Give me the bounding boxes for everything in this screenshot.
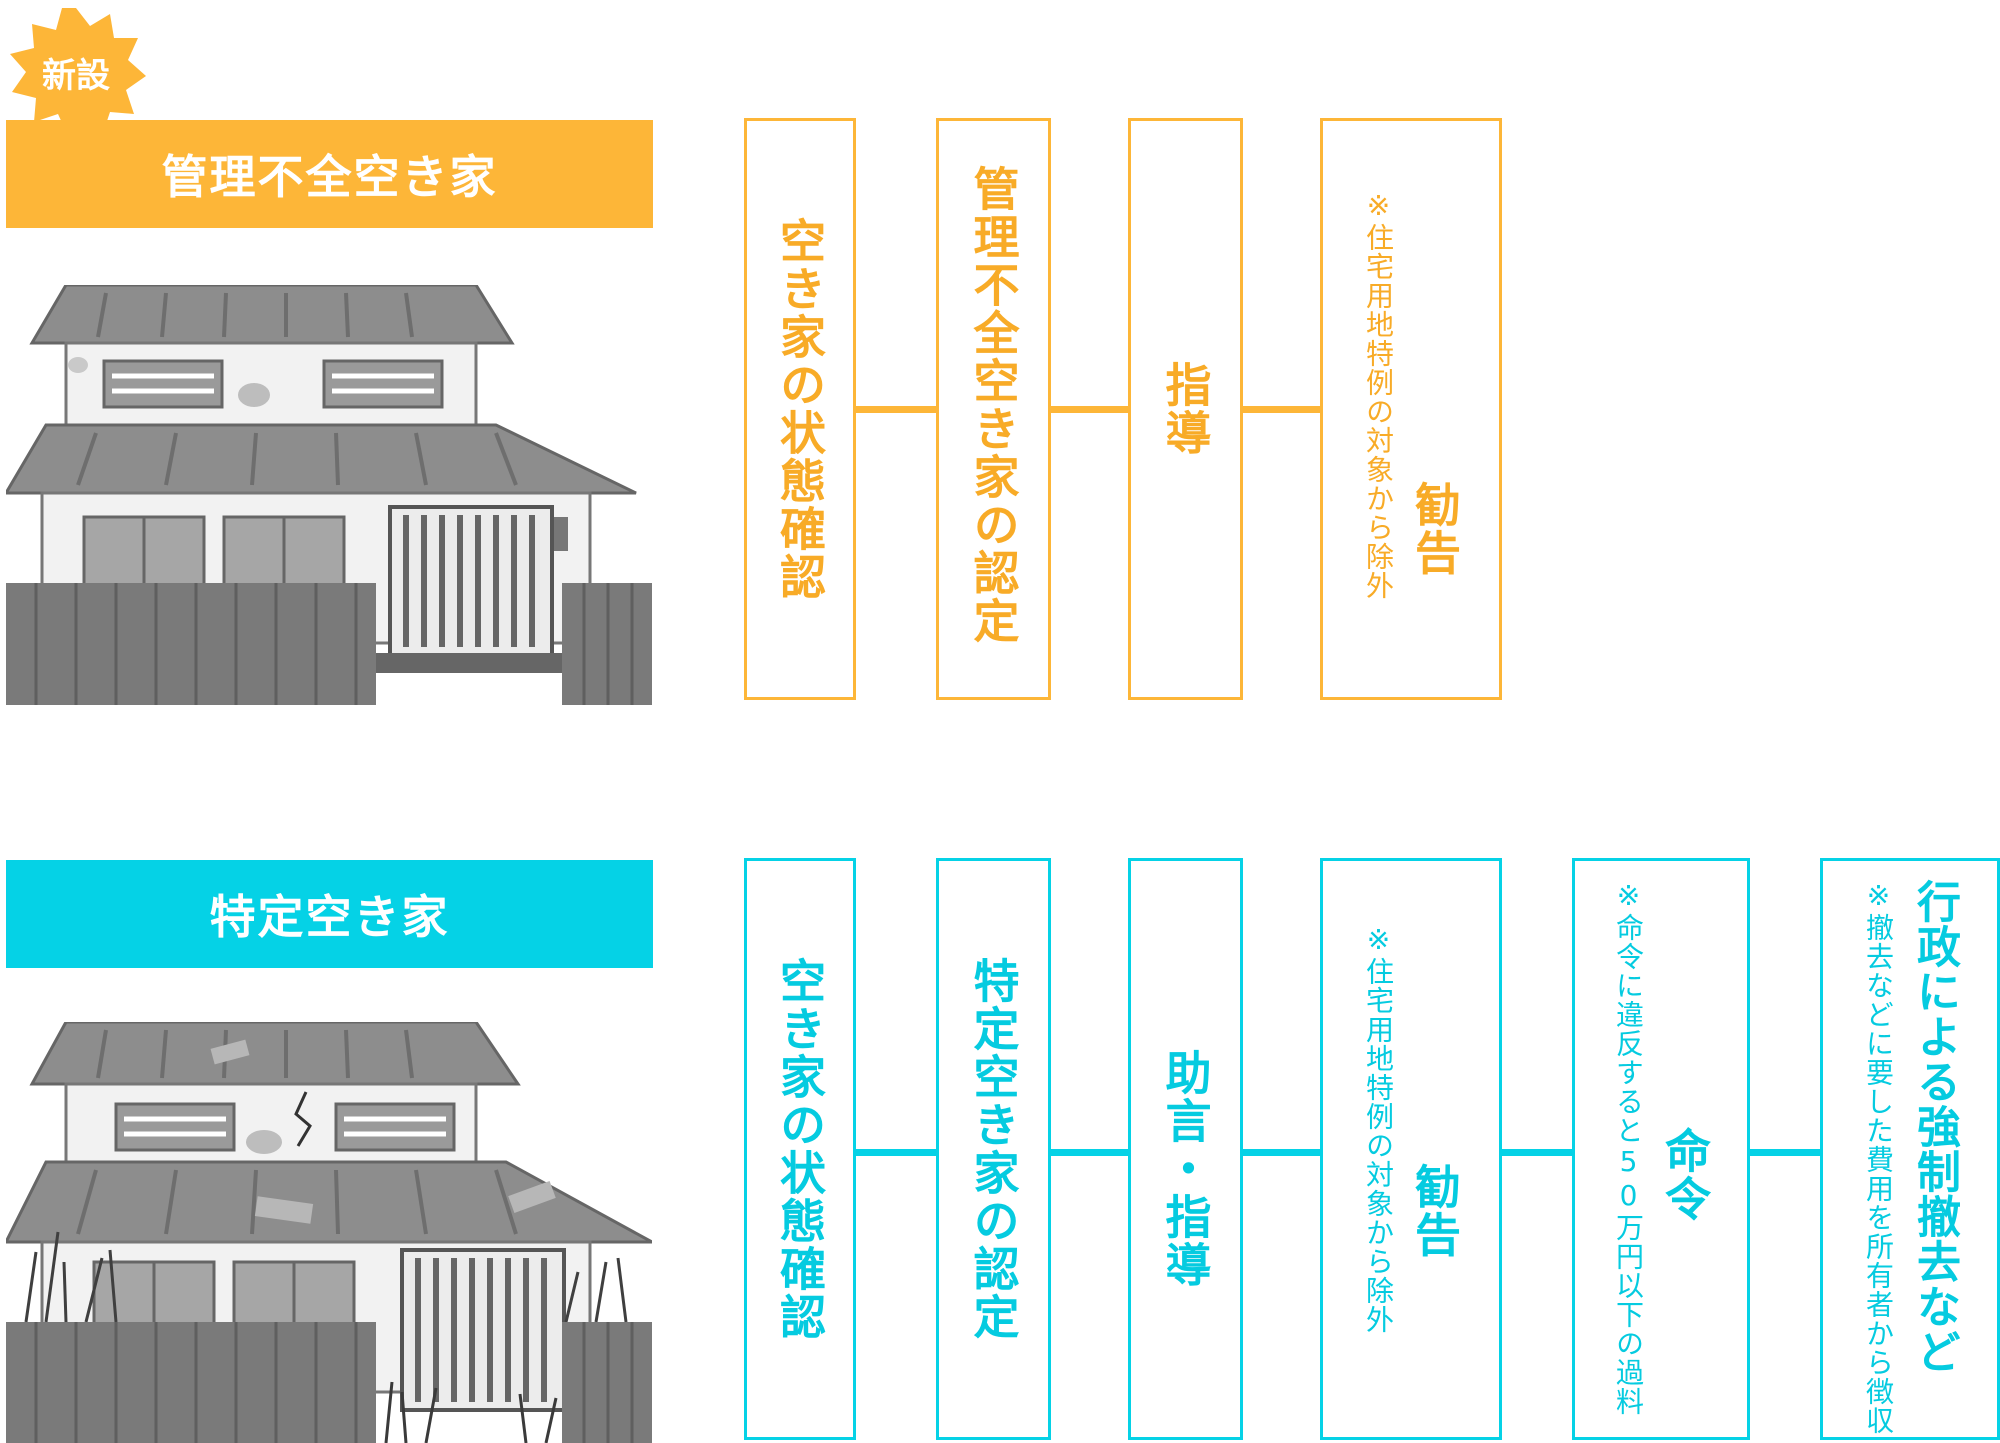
step-forced-removal: 行政による強制撤去など ※撤去などに要した費用を所有者から徴収 [1820, 858, 2000, 1440]
step-order: 命令 ※命令に違反すると50万円以下の過料 [1572, 858, 1750, 1440]
connector-line [1048, 1149, 1132, 1156]
step-recommendation: 勧告 ※住宅用地特例の対象から除外 [1320, 118, 1502, 700]
step-note-text: ※命令に違反すると50万円以下の過料 [1612, 879, 1645, 1416]
vacant-house-illustration [6, 285, 652, 705]
step-specified-vacant-designation: 特定空き家の認定 [936, 858, 1051, 1440]
step-recommendation: 勧告 ※住宅用地特例の対象から除外 [1320, 858, 1502, 1440]
dilapidated-house-illustration [6, 1022, 652, 1443]
step-guidance: 指導 [1128, 118, 1243, 700]
step-note-text: ※住宅用地特例の対象から除外 [1362, 923, 1395, 1334]
section-title-managed-vacant: 管理不全空き家 [6, 120, 653, 228]
step-main-text: 指導 [1158, 361, 1213, 457]
step-status-check: 空き家の状態確認 [744, 858, 856, 1440]
connector-line [1500, 1149, 1576, 1156]
step-note-text: ※撤去などに要した費用を所有者から徴収 [1862, 879, 1895, 1435]
step-main-text: 勧告 [1408, 481, 1462, 577]
step-managed-vacant-designation: 管理不全空き家の認定 [936, 118, 1051, 700]
section-title-specified-vacant: 特定空き家 [6, 860, 653, 968]
step-main-text: 行政による強制撤去など [1909, 879, 1960, 1374]
step-main-text: 空き家の状態確認 [773, 957, 827, 1341]
connector-line [852, 1149, 940, 1156]
connector-line [1048, 406, 1132, 413]
connector-line [852, 406, 940, 413]
step-main-text: 勧告 [1408, 1163, 1462, 1259]
step-main-text: 管理不全空き家の認定 [966, 165, 1021, 645]
step-advice-guidance: 助言・指導 [1128, 858, 1243, 1440]
new-badge-burst [10, 8, 146, 136]
connector-line [1746, 1149, 1824, 1156]
step-main-text: 空き家の状態確認 [773, 217, 827, 601]
step-main-text: 助言・指導 [1158, 1049, 1213, 1289]
step-note-text: ※住宅用地特例の対象から除外 [1362, 189, 1395, 600]
step-status-check: 空き家の状態確認 [744, 118, 856, 700]
step-main-text: 特定空き家の認定 [966, 957, 1021, 1341]
connector-line [1240, 406, 1324, 413]
connector-line [1240, 1149, 1324, 1156]
step-main-text: 命令 [1658, 1127, 1712, 1223]
new-badge-label: 新設 [42, 55, 110, 96]
